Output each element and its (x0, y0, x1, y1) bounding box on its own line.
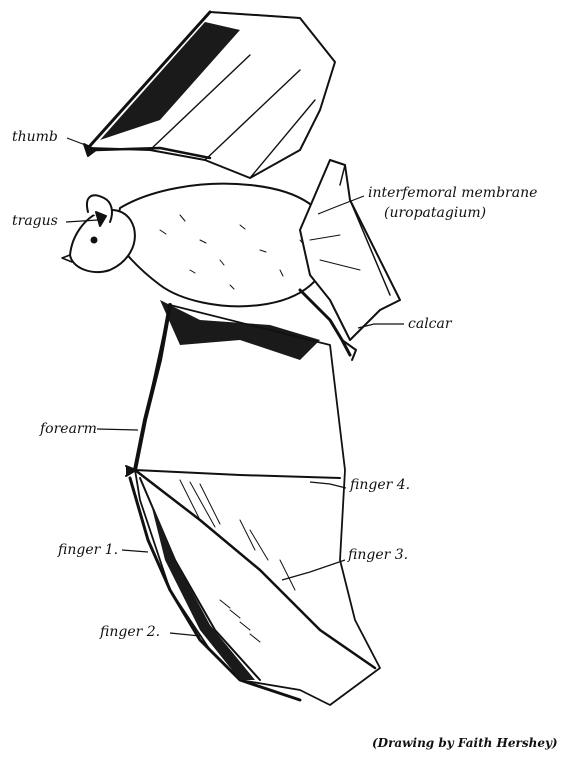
bat-body (115, 184, 330, 307)
label-forearm: forearm (40, 422, 97, 436)
label-uropatagium: (uropatagium) (384, 206, 486, 220)
leader-forearm (97, 429, 138, 430)
label-finger-3: finger 3. (348, 548, 408, 562)
finger2-bone (140, 478, 260, 680)
drawing-credit: (Drawing by Faith Hershey) (372, 737, 558, 749)
leader-finger1 (122, 550, 148, 552)
label-tragus: tragus (12, 214, 58, 228)
finger2-shading (150, 500, 255, 680)
leader-thumb (67, 138, 88, 146)
leader-finger3 (282, 560, 345, 580)
finger4-bone (135, 470, 340, 478)
label-finger-1: finger 1. (58, 543, 118, 557)
label-finger-2: finger 2. (100, 625, 160, 639)
label-interfemoral-membrane: interfemoral membrane (368, 186, 537, 200)
label-calcar: calcar (408, 317, 452, 331)
label-thumb: thumb (12, 130, 58, 144)
finger1-bone (130, 478, 300, 700)
leader-finger4 (310, 482, 346, 488)
label-finger-4: finger 4. (350, 478, 410, 492)
